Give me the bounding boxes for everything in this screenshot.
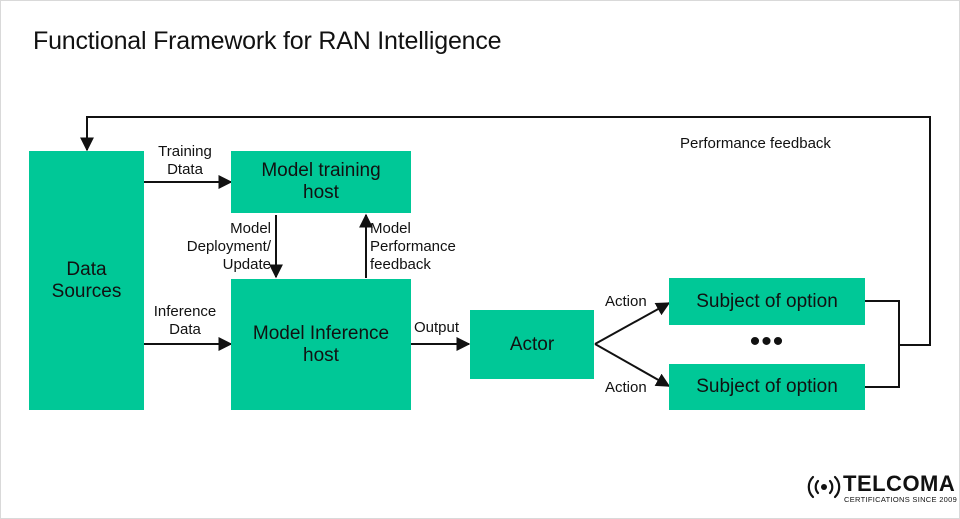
subject-of-option-box-1: Subject of option: [669, 278, 865, 325]
data-sources-box: Data Sources: [29, 151, 144, 410]
ellipsis: •••: [749, 325, 785, 358]
label-action-1: Action: [605, 293, 647, 310]
subject-of-option-box-2: Subject of option: [669, 364, 865, 410]
logo-wordmark: TELCOMA: [843, 471, 956, 496]
label-model-deployment: Model Deployment/ Update: [186, 220, 271, 273]
arrow-action-1: [594, 302, 671, 345]
diagram-title: Functional Framework for RAN Intelligenc…: [33, 27, 502, 55]
signal-icon: [807, 475, 841, 499]
model-training-host-box: Model training host: [231, 151, 411, 213]
label-model-performance-feedback: Model Performance feedback: [370, 220, 456, 273]
logo-tagline: CERTIFICATIONS SINCE 2009: [844, 495, 958, 504]
label-inference-data: Inference Data: [153, 303, 217, 338]
model-inference-host-box: Model Inference host: [231, 279, 411, 410]
telcoma-logo: TELCOMA CERTIFICATIONS SINCE 2009: [807, 471, 957, 511]
actor-box: Actor: [470, 310, 594, 379]
arrow-action-2: [594, 343, 671, 387]
label-performance-feedback: Performance feedback: [680, 135, 831, 152]
label-output: Output: [414, 319, 460, 336]
label-training-data: Training Dtata: [158, 143, 212, 178]
feedback-merge-line: [865, 300, 900, 388]
label-action-2: Action: [605, 379, 647, 396]
performance-feedback-loop: [80, 116, 931, 346]
